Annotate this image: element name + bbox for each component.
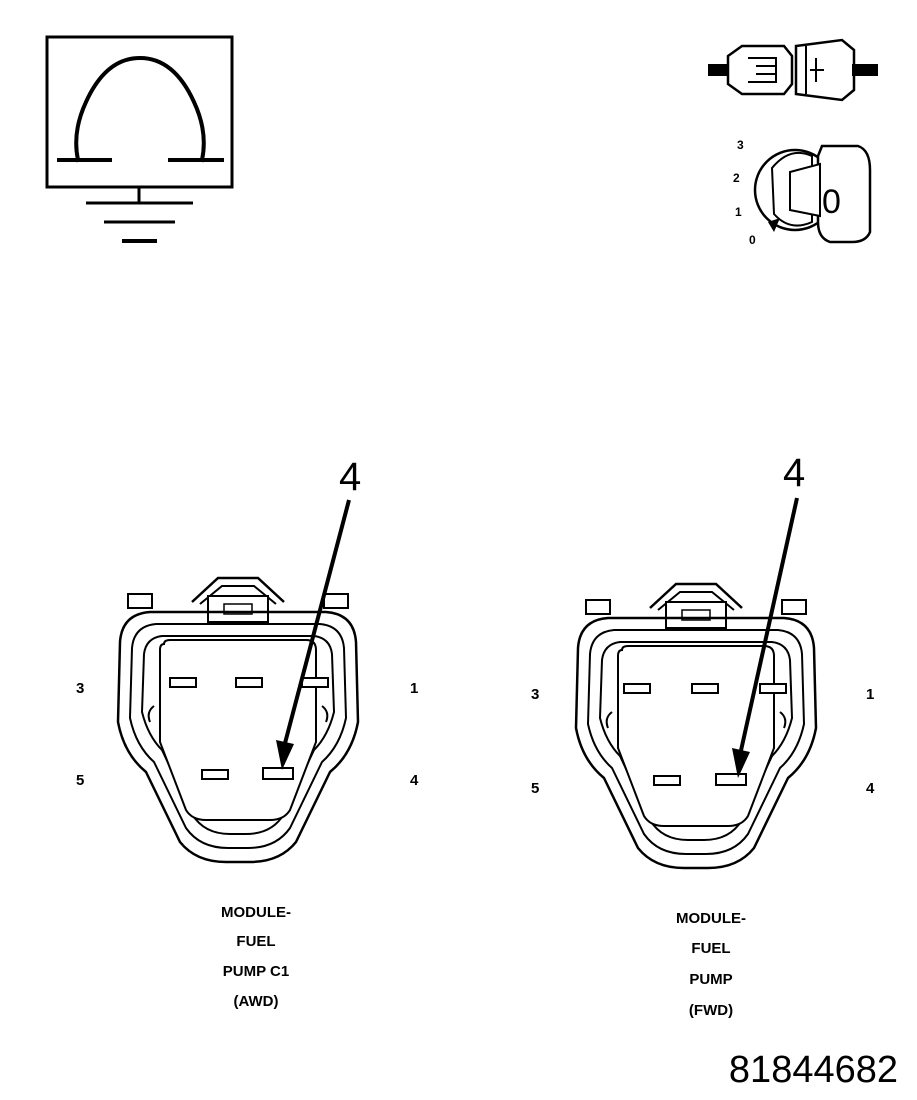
callout-arrowhead bbox=[276, 740, 294, 770]
callout-arrow bbox=[282, 499, 351, 748]
pin-label-top-left: 3 bbox=[76, 680, 84, 697]
pin-1-cavity bbox=[301, 677, 329, 688]
caption-line-3: PUMP C1 bbox=[223, 963, 289, 980]
pin-label-bottom-left: 5 bbox=[76, 772, 84, 789]
pin-label-top-right: 1 bbox=[410, 680, 418, 697]
callout-pin-number: 4 bbox=[783, 451, 805, 495]
pin-label-top-right: 1 bbox=[866, 686, 874, 703]
connector-caption: MODULE- FUEL PUMP (FWD) bbox=[676, 910, 746, 1019]
caption-line-4: (AWD) bbox=[234, 993, 279, 1010]
pin-1-cavity bbox=[759, 683, 787, 694]
caption-line-1: MODULE- bbox=[676, 910, 746, 927]
ohmmeter-ground-icon bbox=[45, 35, 234, 243]
pin-3-cavity bbox=[623, 683, 651, 694]
pin-5-cavity bbox=[201, 769, 229, 780]
callout-arrowhead bbox=[732, 748, 750, 778]
connector-fwd: 4 3 1 5 4 MODULE- FUEL PUMP (FWD) bbox=[531, 451, 875, 1019]
callout-arrow bbox=[738, 497, 799, 756]
ignition-key-off-icon: 3 2 1 0 0 bbox=[733, 138, 872, 247]
pin-2-cavity bbox=[691, 683, 719, 694]
pin-4-cavity bbox=[262, 767, 294, 780]
ignition-position-1: 1 bbox=[735, 205, 742, 219]
pin-label-bottom-left: 5 bbox=[531, 780, 539, 797]
connector-disconnected-icon bbox=[708, 38, 878, 102]
caption-line-3: PUMP bbox=[689, 971, 732, 988]
ignition-key-label: 0 bbox=[822, 183, 841, 221]
connector-caption: MODULE- FUEL PUMP C1 (AWD) bbox=[221, 904, 291, 1010]
ignition-position-0: 0 bbox=[749, 233, 756, 247]
pin-label-bottom-right: 4 bbox=[410, 772, 419, 789]
pin-5-cavity bbox=[653, 775, 681, 786]
caption-line-1: MODULE- bbox=[221, 904, 291, 921]
ignition-position-2: 2 bbox=[733, 171, 740, 185]
connector-awd: 4 3 1 5 4 MODULE- FUEL PUMP C1 (AWD) bbox=[76, 455, 419, 1010]
pin-2-cavity bbox=[235, 677, 263, 688]
ignition-position-3: 3 bbox=[737, 138, 744, 152]
callout-pin-number: 4 bbox=[339, 455, 361, 499]
figure-id: 81844682 bbox=[729, 1049, 898, 1091]
caption-line-2: FUEL bbox=[236, 933, 275, 950]
pin-3-cavity bbox=[169, 677, 197, 688]
pin-4-cavity bbox=[715, 773, 747, 786]
pin-label-top-left: 3 bbox=[531, 686, 539, 703]
caption-line-4: (FWD) bbox=[689, 1002, 733, 1019]
caption-line-2: FUEL bbox=[691, 940, 730, 957]
pin-label-bottom-right: 4 bbox=[866, 780, 875, 797]
